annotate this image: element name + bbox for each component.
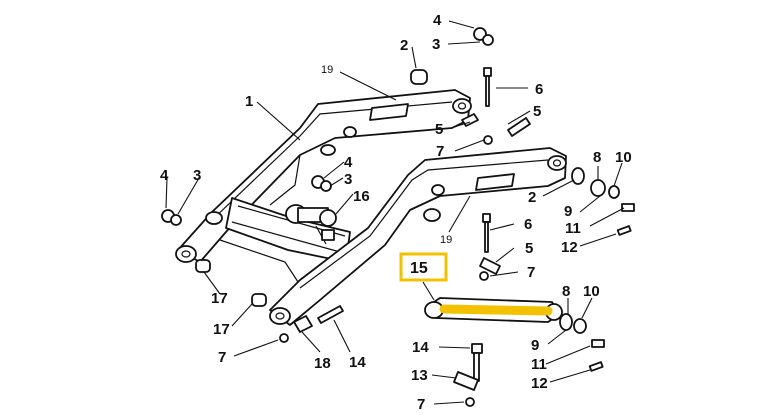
loader-arm-right xyxy=(269,147,567,326)
rod-highlight-stroke xyxy=(439,304,553,316)
label-3-mid: 3 xyxy=(344,171,352,188)
label-5-left: 5 xyxy=(435,121,443,138)
label-12-bottom: 12 xyxy=(531,375,548,392)
leader-lines xyxy=(165,20,625,405)
grease-fitting-top xyxy=(473,27,494,46)
label-8-bottom: 8 xyxy=(562,283,570,300)
label-10-top: 10 xyxy=(615,149,632,166)
label-9-bottom: 9 xyxy=(531,337,539,354)
decal-right xyxy=(475,173,515,191)
grease-fitting-left xyxy=(161,209,182,226)
bolt-6-mid xyxy=(482,213,491,253)
label-4-mid: 4 xyxy=(344,154,353,171)
label-3-left: 3 xyxy=(193,167,201,184)
pin-18 xyxy=(293,315,313,333)
label-4-left: 4 xyxy=(160,167,169,184)
washer-set-upper xyxy=(571,167,620,199)
pivot-assembly-16 xyxy=(285,204,337,245)
cylinder-rod-15 xyxy=(424,297,563,323)
label-6-mid: 6 xyxy=(524,216,532,233)
label-2-mid: 2 xyxy=(528,189,536,206)
label-9-top: 9 xyxy=(564,203,572,220)
washer-set-lower xyxy=(559,313,587,334)
bushing-17-upper xyxy=(195,259,211,273)
decal-left xyxy=(369,103,409,121)
label-19-top: 19 xyxy=(321,64,333,76)
label-6-top: 6 xyxy=(535,81,543,98)
label-7-top: 7 xyxy=(436,143,444,160)
nut-7-mid xyxy=(479,271,489,281)
label-14-left: 14 xyxy=(349,354,366,371)
label-5-top: 5 xyxy=(533,103,541,120)
bolt-6-top xyxy=(483,67,492,107)
label-11-bottom: 11 xyxy=(531,356,547,373)
nut-7-left xyxy=(279,333,289,343)
bushing-2-top xyxy=(410,69,428,85)
label-7-mid: 7 xyxy=(527,264,535,281)
pin-12-lower xyxy=(588,361,604,372)
label-19-mid: 19 xyxy=(440,234,452,246)
bolt-14-bottom xyxy=(471,343,483,382)
label-7-left: 7 xyxy=(218,349,226,366)
nut-7-bottom xyxy=(465,397,475,407)
label-15: 15 xyxy=(410,260,428,277)
label-2-top: 2 xyxy=(400,37,408,54)
label-12-top: 12 xyxy=(561,239,578,256)
label-13: 13 xyxy=(411,367,428,384)
label-16: 16 xyxy=(353,188,370,205)
highlight-box-15 xyxy=(399,252,448,282)
pin-5-top xyxy=(507,117,531,137)
label-1: 1 xyxy=(245,93,253,110)
label-5-mid: 5 xyxy=(525,240,533,257)
label-11-top: 11 xyxy=(565,220,581,237)
bushing-17-lower xyxy=(251,293,267,307)
label-7-bottom: 7 xyxy=(417,396,425,413)
bolt-11-lower xyxy=(591,339,605,348)
bolt-11-upper xyxy=(621,203,635,212)
label-17-upper: 17 xyxy=(211,290,228,307)
nut-7-top xyxy=(483,135,493,145)
label-3-top: 3 xyxy=(432,36,440,53)
label-4-top: 4 xyxy=(433,12,442,29)
pin-12-upper xyxy=(616,225,632,236)
pin-5-mid xyxy=(479,257,501,275)
label-17-lower: 17 xyxy=(213,321,230,338)
part-labels: 1 2 2 3 3 3 4 4 4 5 5 5 6 6 7 7 7 7 8 8 … xyxy=(160,12,632,413)
grease-fitting-middle xyxy=(311,175,332,192)
label-14-bottom: 14 xyxy=(412,339,429,356)
label-8-top: 8 xyxy=(593,149,601,166)
loader-arm-left xyxy=(175,89,472,263)
label-18: 18 xyxy=(314,355,331,372)
pin-13 xyxy=(453,371,479,391)
label-10-bottom: 10 xyxy=(583,283,600,300)
bolt-14-left xyxy=(317,305,344,324)
